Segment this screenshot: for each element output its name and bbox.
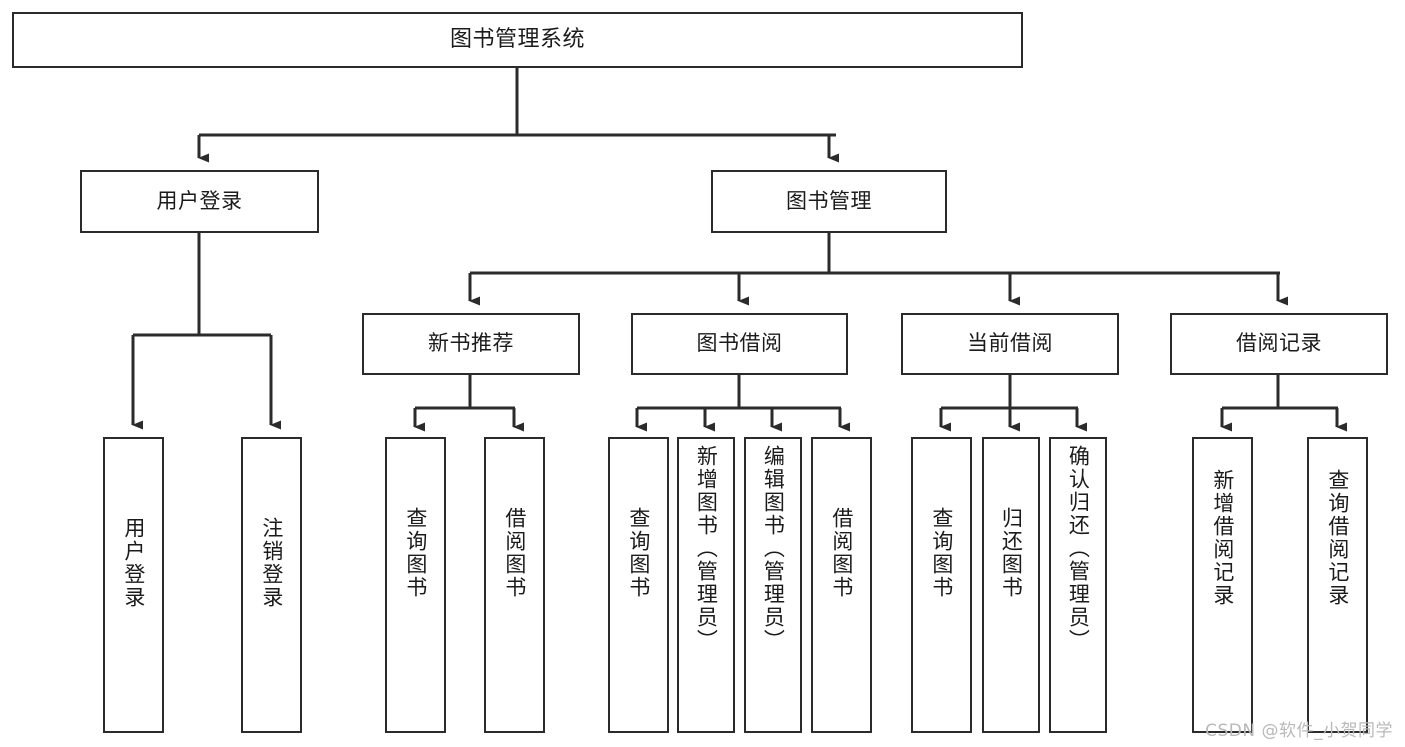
node-label: 图书借阅 <box>696 331 783 356</box>
leaf-user-login-login[interactable]: 用户登录 <box>103 437 164 733</box>
node-label: 借阅图书 <box>829 507 854 599</box>
node-label: 编辑图书（管理员） <box>761 445 786 652</box>
node-label: 查询图书 <box>626 507 651 599</box>
node-label: 当前借阅 <box>967 331 1053 356</box>
node-label: 新增借阅记录 <box>1210 469 1235 607</box>
node-label: 用户登录 <box>156 188 243 213</box>
leaf-book-borrow-query[interactable]: 查询图书 <box>608 437 669 733</box>
node-label: 新书推荐 <box>428 331 514 356</box>
leaf-current-borrow-confirm[interactable]: 确认归还（管理员） <box>1049 437 1107 733</box>
node-book-management[interactable]: 图书管理 <box>711 170 947 233</box>
node-label: 查询借阅记录 <box>1325 469 1350 607</box>
leaf-book-borrow-borrow[interactable]: 借阅图书 <box>811 437 872 733</box>
leaf-user-login-logout[interactable]: 注销登录 <box>241 437 302 733</box>
node-user-login[interactable]: 用户登录 <box>80 170 319 233</box>
node-borrow-record[interactable]: 借阅记录 <box>1170 313 1388 375</box>
leaf-current-borrow-query[interactable]: 查询图书 <box>911 437 972 733</box>
node-label: 归还图书 <box>999 507 1024 599</box>
node-label: 注销登录 <box>259 517 284 609</box>
leaf-borrow-record-query[interactable]: 查询借阅记录 <box>1307 437 1368 733</box>
node-current-borrow[interactable]: 当前借阅 <box>901 313 1119 375</box>
node-label: 查询图书 <box>929 507 954 599</box>
node-root-system[interactable]: 图书管理系统 <box>12 12 1023 68</box>
node-label: 借阅记录 <box>1236 331 1322 356</box>
leaf-new-book-borrow[interactable]: 借阅图书 <box>484 437 545 733</box>
node-label: 借阅图书 <box>502 507 527 599</box>
leaf-book-borrow-edit[interactable]: 编辑图书（管理员） <box>744 437 802 733</box>
node-label: 用户登录 <box>121 517 146 609</box>
leaf-borrow-record-add[interactable]: 新增借阅记录 <box>1192 437 1253 733</box>
node-new-book-recommend[interactable]: 新书推荐 <box>362 313 580 375</box>
node-label: 新增图书（管理员） <box>694 445 719 652</box>
node-book-borrow[interactable]: 图书借阅 <box>631 313 848 375</box>
node-label: 图书管理 <box>786 188 872 213</box>
node-label: 确认归还（管理员） <box>1066 445 1091 652</box>
leaf-new-book-query[interactable]: 查询图书 <box>385 437 446 733</box>
node-label: 查询图书 <box>403 507 428 599</box>
leaf-book-borrow-add[interactable]: 新增图书（管理员） <box>677 437 735 733</box>
leaf-current-borrow-return[interactable]: 归还图书 <box>982 437 1040 733</box>
node-label: 图书管理系统 <box>449 26 585 52</box>
